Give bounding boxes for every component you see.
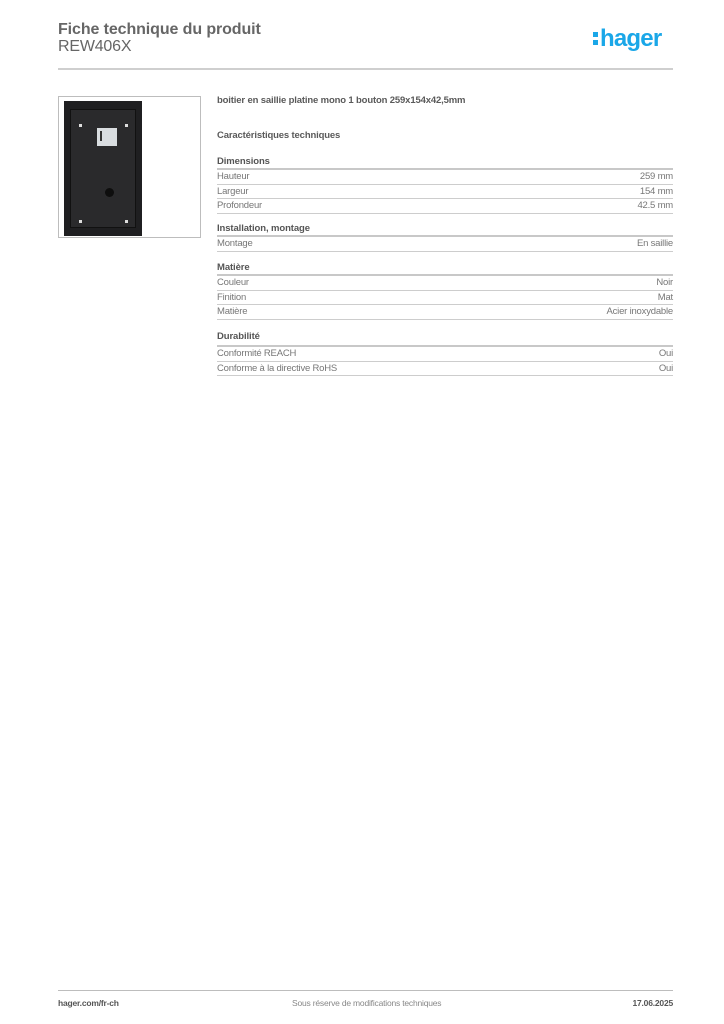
group-title: Installation, montage: [217, 223, 310, 234]
product-image: [58, 96, 201, 238]
mounting-hole: [79, 124, 82, 127]
footer-disclaimer: Sous réserve de modifications techniques: [292, 998, 442, 1008]
spec-group-installation: Installation, montage Montage En saillie: [217, 222, 673, 252]
spec-value: 42.5 mm: [637, 200, 673, 212]
group-title: Matière: [217, 262, 250, 273]
mounting-hole: [125, 220, 128, 223]
header-divider: [58, 68, 673, 70]
logo-colon-icon: [593, 30, 599, 46]
spec-row: Matière Acier inoxydable: [217, 305, 673, 320]
spec-row: Montage En saillie: [217, 237, 673, 252]
product-sticker: [97, 128, 117, 146]
spec-value: 154 mm: [639, 185, 673, 197]
spec-value: Noir: [656, 277, 673, 288]
spec-label: Largeur: [217, 185, 249, 197]
spec-value: Oui: [658, 348, 673, 359]
footer-divider: [58, 990, 673, 991]
product-description: boitier en saillie platine mono 1 bouton…: [217, 95, 466, 106]
footer-date: 17.06.2025: [632, 998, 673, 1008]
product-box-illustration: [64, 101, 142, 236]
spec-label: Hauteur: [217, 171, 250, 182]
spec-value: Oui: [658, 362, 673, 374]
spec-label: Finition: [217, 291, 247, 303]
page-title: Fiche technique du produit: [58, 21, 261, 38]
spec-group-dimensions: Dimensions Hauteur 259 mm Largeur 154 mm P…: [217, 155, 673, 214]
spec-label: Conformité REACH: [217, 348, 297, 359]
spec-label: Profondeur: [217, 200, 263, 212]
spec-row: Largeur 154 mm: [217, 185, 673, 200]
group-divider: [217, 274, 673, 276]
mounting-hole: [125, 124, 128, 127]
spec-label: Matière: [217, 306, 248, 318]
product-cable-hole: [105, 188, 114, 197]
spec-row: Finition Mat: [217, 291, 673, 306]
spec-label: Conforme à la directive RoHS: [217, 362, 338, 374]
product-reference: REW406X: [58, 38, 132, 55]
group-divider: [217, 235, 673, 237]
group-title: Durabilité: [217, 331, 260, 342]
footer-website-link[interactable]: hager.com/fr-ch: [58, 998, 119, 1008]
spec-row: Conformité REACH Oui: [217, 347, 673, 362]
spec-row: Profondeur 42.5 mm: [217, 199, 673, 214]
spec-label: Couleur: [217, 277, 249, 288]
group-divider: [217, 345, 673, 347]
logo-text: hager: [600, 25, 662, 52]
product-box-interior: [70, 109, 136, 228]
spec-value: En saillie: [636, 238, 673, 249]
group-title: Dimensions: [217, 156, 270, 167]
spec-row: Conforme à la directive RoHS Oui: [217, 362, 673, 377]
spec-value: 259 mm: [639, 171, 673, 182]
mounting-hole: [79, 220, 82, 223]
spec-row: Couleur Noir: [217, 276, 673, 291]
specs-heading: Caractéristiques techniques: [217, 130, 341, 141]
spec-label: Montage: [217, 238, 253, 249]
group-divider: [217, 168, 673, 170]
spec-value: Mat: [657, 291, 673, 303]
spec-value: Acier inoxydable: [606, 306, 673, 318]
spec-group-durability: Durabilité Conformité REACH Oui Conforme …: [217, 330, 673, 377]
hager-logo: hager: [593, 25, 662, 52]
spec-row: Hauteur 259 mm: [217, 170, 673, 185]
